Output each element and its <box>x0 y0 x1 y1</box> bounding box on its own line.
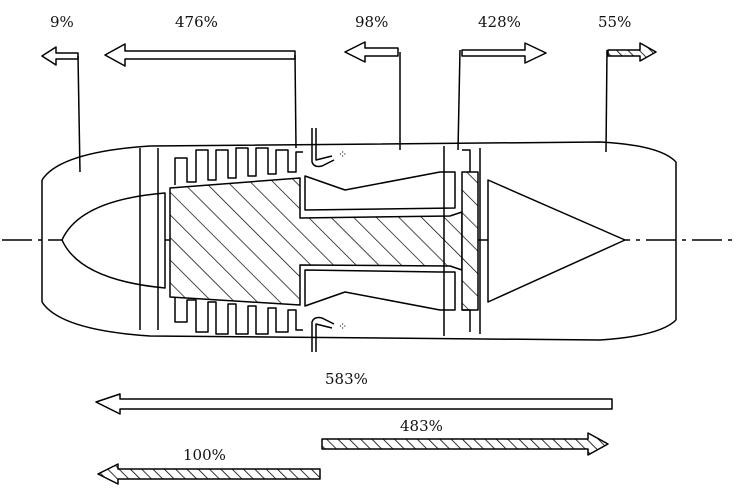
label-compressor-air: 476% <box>175 13 218 31</box>
inlet-struts <box>139 148 159 330</box>
label-combustor: 98% <box>355 13 388 31</box>
exhaust-cone <box>487 179 626 303</box>
fuel-injector-bottom: ⁘ <box>311 316 347 352</box>
label-net-reaction: 583% <box>325 370 368 388</box>
arrow-combustor <box>344 41 401 150</box>
fuel-injector-top: ⁘ <box>311 128 347 168</box>
arrow-turbine <box>457 42 547 151</box>
arrow-compressor-air <box>104 43 297 149</box>
label-exhaust: 55% <box>598 13 631 31</box>
turbine-stage <box>443 146 481 336</box>
label-turbine: 428% <box>478 13 521 31</box>
svg-text:⁘: ⁘ <box>338 148 347 161</box>
arrow-thrust-forward <box>321 432 609 456</box>
label-thrust-forward: 483% <box>400 417 443 435</box>
nose-cone <box>61 192 166 289</box>
svg-text:⁘: ⁘ <box>338 320 347 333</box>
arrow-net-reaction <box>95 393 613 415</box>
combustor-bottom <box>304 269 456 311</box>
arrow-net-thrust <box>97 463 321 485</box>
engine-nacelle <box>41 141 677 341</box>
compressor-blades-top <box>174 147 303 185</box>
combustor-top <box>304 171 456 211</box>
label-net-thrust: 100% <box>183 446 226 464</box>
label-bleed-front: 9% <box>50 13 74 31</box>
arrow-exhaust <box>605 42 657 153</box>
compressor-blades-bottom <box>174 298 303 335</box>
arrow-bleed-front <box>41 46 81 173</box>
